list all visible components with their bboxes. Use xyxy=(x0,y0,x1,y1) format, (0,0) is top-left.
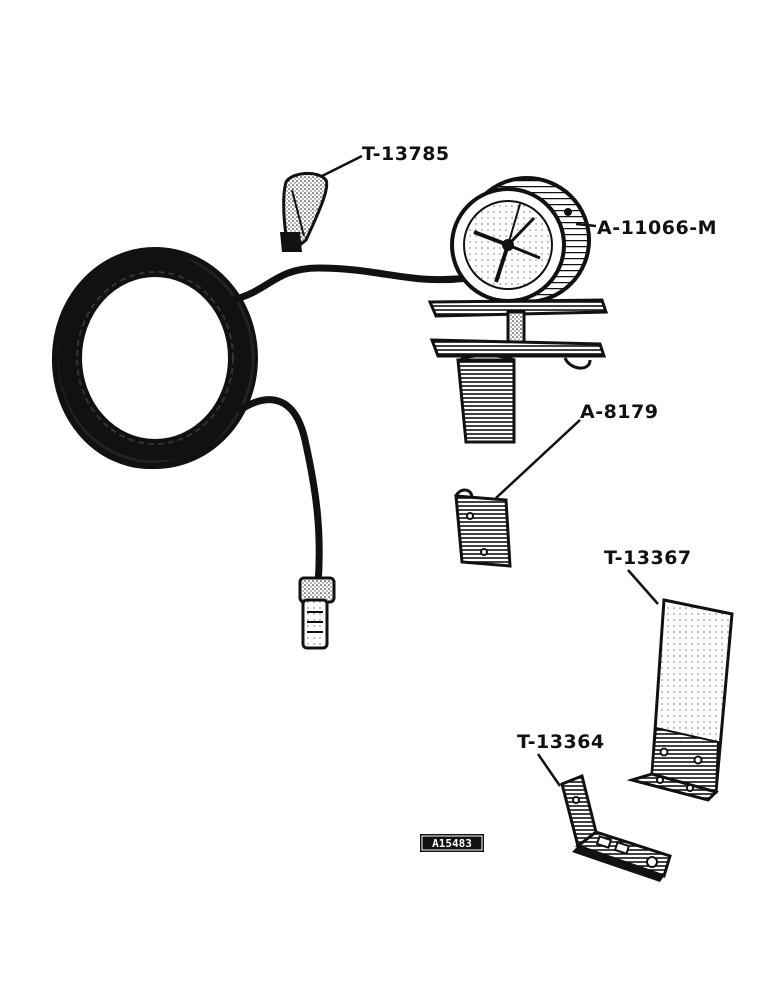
leader-line-lamp xyxy=(575,222,597,228)
part-number-small-bracket: A-8179 xyxy=(580,401,658,423)
part-number-clip: T-13785 xyxy=(362,143,450,165)
tall-bracket-part xyxy=(626,598,734,802)
cable-lead-to-plug xyxy=(236,396,323,589)
part-number-lamp: A-11066-M xyxy=(597,217,717,239)
clip-part xyxy=(280,172,329,252)
plug-connector xyxy=(298,576,336,650)
leader-line-clip xyxy=(321,154,363,178)
part-number-angle-bracket: T-13364 xyxy=(517,731,605,753)
figure-id-text: A15483 xyxy=(432,837,472,850)
part-number-tall-bracket: T-13367 xyxy=(604,547,692,569)
angle-bracket-part xyxy=(560,773,672,882)
leader-line-small-bracket xyxy=(495,419,581,499)
figure-id-plate: A15483 xyxy=(420,834,484,852)
leader-line-angle-bracket xyxy=(536,753,562,787)
leader-line-tall-bracket xyxy=(627,569,659,605)
cable-lead-to-lamp xyxy=(228,264,472,304)
coiled-cable xyxy=(52,247,258,469)
small-bracket-part xyxy=(454,488,512,568)
lamp-assembly xyxy=(427,176,609,444)
leader-lines xyxy=(321,154,659,787)
